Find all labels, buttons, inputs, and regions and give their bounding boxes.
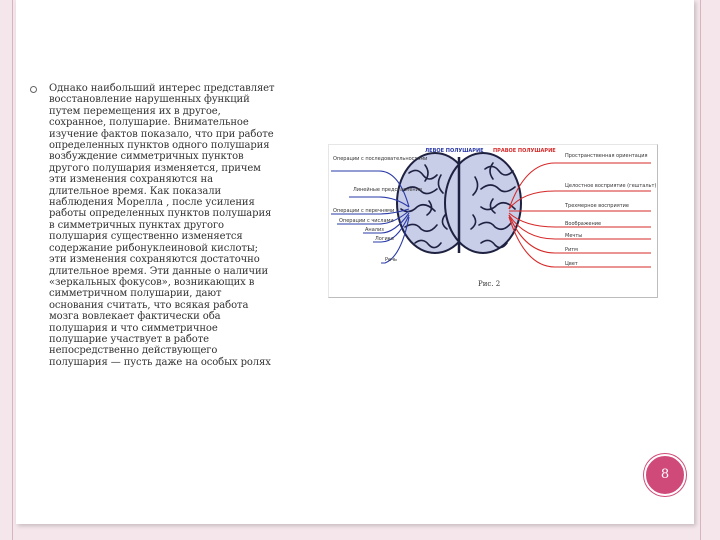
left-label-4: Операции с числами <box>339 218 394 224</box>
right-label-4: Воображение <box>565 221 601 227</box>
figure-caption: Рис. 2 <box>478 280 501 288</box>
left-edge-line <box>12 0 13 540</box>
left-label-5: Анализ <box>365 227 384 233</box>
right-edge-line <box>700 0 701 540</box>
right-label-3: Трехмерное восприятие <box>564 203 629 209</box>
body-text: Однако наибольший интерес представляет в… <box>49 83 275 368</box>
right-label-7: Цвет <box>565 261 578 267</box>
left-label-7: Речь <box>385 257 397 263</box>
brain-icon <box>396 152 522 254</box>
left-label-6: Логика <box>375 236 394 242</box>
right-label-6: Ритм <box>565 247 578 253</box>
right-label-5: Мечты <box>565 233 582 239</box>
left-label-3: Операции с перечнями <box>333 208 394 214</box>
right-label-2: Целостное восприятие (гештальт) <box>565 183 656 189</box>
right-hemisphere-header: ПРАВОЕ ПОЛУШАРИЕ <box>493 148 556 154</box>
brain-figure: ЛЕВОЕ ПОЛУШАРИЕ ПРАВОЕ ПОЛУШАРИЕ <box>328 144 658 298</box>
left-label-1: Операции с последовательностями <box>333 156 427 162</box>
bullet-icon <box>30 86 37 93</box>
left-hemisphere-header: ЛЕВОЕ ПОЛУШАРИЕ <box>425 148 484 154</box>
page-number-badge: 8 <box>644 454 686 496</box>
left-label-2: Линейные представления <box>353 186 422 193</box>
left-connector-lines <box>331 170 410 264</box>
brain-diagram: ЛЕВОЕ ПОЛУШАРИЕ ПРАВОЕ ПОЛУШАРИЕ <box>331 148 656 268</box>
right-label-1: Пространственная ориентация <box>565 153 648 159</box>
right-connector-lines <box>508 162 651 268</box>
